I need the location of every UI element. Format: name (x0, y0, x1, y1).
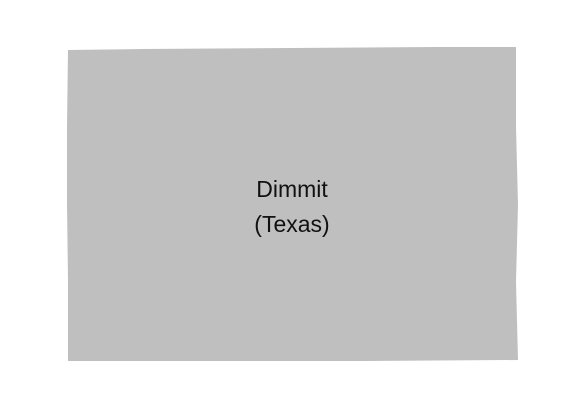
county-label: Dimmit (Texas) (192, 172, 392, 242)
state-name: (Texas) (254, 211, 330, 237)
county-name: Dimmit (256, 176, 328, 202)
dimmit-county-shape (67, 47, 518, 361)
